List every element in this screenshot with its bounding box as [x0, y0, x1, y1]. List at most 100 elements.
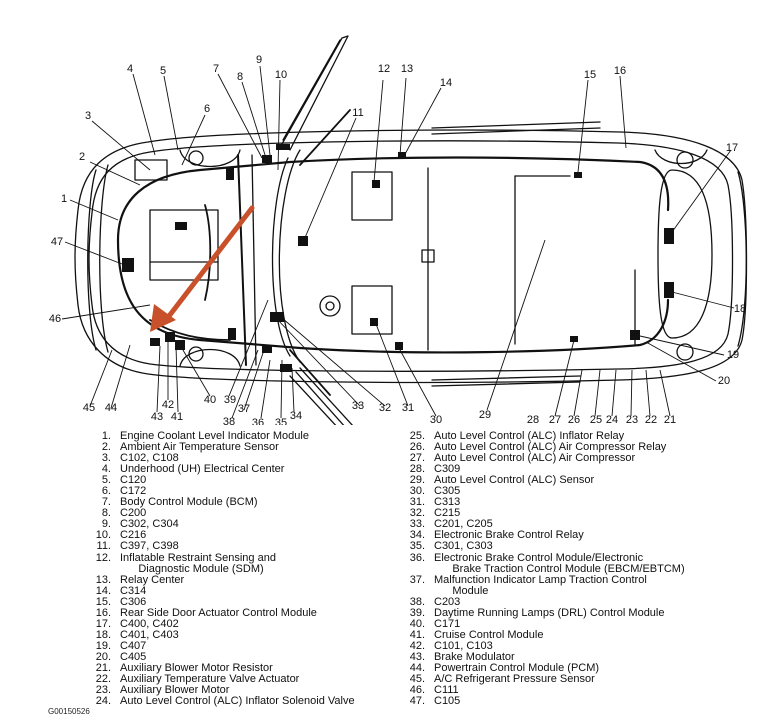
legend-item-number: 28.: [409, 463, 425, 476]
legend-item-label: C405: [120, 650, 147, 663]
legend-item: Module: [408, 585, 748, 597]
callout-36: 36: [252, 417, 264, 425]
legend-item-number: 25.: [409, 430, 425, 442]
legend-item: 37. Malfunction Indicator Lamp Traction C…: [408, 573, 748, 586]
callout-45: 45: [83, 402, 95, 414]
callout-8: 8: [237, 71, 243, 83]
legend-item-number: [408, 564, 425, 575]
legend-item-number: 26.: [409, 441, 425, 454]
legend-item: 16.Rear Side Door Actuator Control Modul…: [94, 606, 394, 619]
callout-28: 28: [527, 414, 539, 425]
legend-item-number: 34.: [409, 529, 425, 542]
legend-item-number: 45.: [409, 673, 425, 686]
engine-block: [149, 209, 219, 281]
callout-3: 3: [85, 110, 91, 122]
vehicle-wiring-diagram: 1234567891011121314151617181920212223242…: [49, 35, 748, 425]
callout-23: 23: [626, 414, 638, 425]
callout-29: 29: [479, 409, 491, 421]
callout-5: 5: [160, 65, 166, 77]
legend-item-number: 40.: [409, 617, 425, 630]
legend-item: 31.C313: [408, 497, 748, 508]
legend-item-number: 35.: [409, 540, 425, 553]
legend-item-label: Relay Center: [120, 573, 185, 586]
legend-item-label: C314: [120, 584, 147, 597]
callout-13: 13: [401, 63, 413, 75]
legend-item-number: 24.: [95, 695, 111, 708]
legend-item-label: Rear Side Door Actuator Control Module: [120, 606, 317, 619]
wiring-harness-main: [116, 156, 670, 242]
legend-item-number: 8.: [101, 507, 111, 520]
legend-item-number: 10.: [95, 529, 111, 542]
legend-item: 14.C314: [94, 584, 394, 597]
callout-7: 7: [213, 63, 219, 75]
legend-item-number: 37.: [409, 573, 425, 586]
callout-9: 9: [256, 54, 262, 66]
legend-item-number: 2.: [101, 441, 111, 454]
legend-item-label: C120: [120, 474, 147, 487]
legend-item-number: 4.: [101, 463, 111, 476]
legend-item: 4.Underhood (UH) Electrical Center: [94, 464, 394, 475]
legend-item-number: 3.: [101, 452, 111, 465]
callout-12: 12: [378, 63, 390, 75]
callout-10: 10: [275, 69, 287, 81]
callout-24: 24: [606, 414, 618, 425]
legend-item-number: 30.: [409, 485, 425, 498]
legend-item-label: Ambient Air Temperature Sensor: [120, 441, 279, 454]
legend-item: 45.A/C Refrigerant Pressure Sensor: [408, 673, 748, 686]
legend-item-number: 31.: [409, 496, 425, 509]
legend-item-label: C201, C205: [434, 518, 493, 531]
legend-item-label: Malfunction Indicator Lamp Traction Cont…: [434, 573, 647, 586]
legend-item: 35.C301, C303: [408, 541, 748, 552]
legend-item-label: C111: [434, 684, 459, 697]
legend-item-label: C200: [120, 507, 147, 520]
callout-38: 38: [223, 416, 235, 425]
callout-11: 11: [352, 107, 363, 119]
legend-item: 2. Ambient Air Temperature Sensor: [94, 441, 394, 454]
legend-item: 34.Electronic Brake Control Relay: [408, 530, 748, 541]
callout-37: 37: [238, 403, 250, 415]
callout-18: 18: [734, 303, 746, 315]
legend-item-number: 5.: [101, 474, 111, 487]
legend-item-number: 33.: [409, 518, 425, 531]
legend-item-number: 39.: [409, 606, 425, 619]
legend-item: 38.C203: [408, 596, 748, 608]
callout-46: 46: [49, 313, 61, 325]
legend-item: 20.C405: [94, 650, 394, 663]
legend-item-label: Auxiliary Blower Motor: [120, 684, 230, 697]
callout-2: 2: [79, 151, 85, 163]
callout-6: 6: [204, 103, 210, 115]
legend-item: 6.C172: [94, 486, 394, 497]
vehicle-inner-outline: [88, 140, 734, 372]
legend-item-number: 7.: [101, 496, 111, 509]
legend-item: 17.C400, C402: [94, 618, 394, 630]
legend-item-label: Auto Level Control (ALC) Air Compressor …: [434, 441, 667, 454]
legend-item-label: Auxiliary Blower Motor Resistor: [120, 661, 273, 674]
callout-44: 44: [105, 402, 117, 414]
legend-item-label: C102, C108: [120, 452, 179, 465]
callout-35: 35: [275, 417, 287, 425]
legend-item-label: Cruise Control Module: [434, 628, 544, 641]
legend-item-label: C105: [434, 695, 461, 708]
legend-item: Diagnostic Module (SDM): [94, 563, 394, 575]
legend-item: 13.Relay Center: [94, 573, 394, 586]
legend-item: 41.Cruise Control Module: [408, 628, 748, 641]
legend-item: 15.C306: [94, 596, 394, 608]
legend-item: 25.Auto Level Control (ALC) Inflator Rel…: [408, 430, 748, 442]
rear-door-open: [289, 367, 354, 425]
callout-26: 26: [568, 414, 580, 425]
legend-item: 19.C407: [94, 639, 394, 652]
legend-item-label: C215: [434, 507, 461, 520]
legend-item-number: 46.: [409, 684, 425, 697]
highlight-arrow: [150, 205, 255, 332]
legend-item: 9.C302, C304: [94, 519, 394, 530]
legend-item-label: C305: [434, 485, 461, 498]
callout-47: 47: [51, 236, 63, 248]
legend-item-label: C401, C403: [120, 628, 179, 641]
legend-item-number: 11.: [96, 540, 111, 553]
legend-item-label: Engine Coolant Level Indicator Module: [120, 430, 309, 442]
legend-item-label: C407: [120, 639, 147, 652]
legend-item-number: 44.: [409, 661, 425, 674]
legend-item-number: 9.: [101, 518, 111, 531]
callout-4: 4: [127, 63, 133, 75]
